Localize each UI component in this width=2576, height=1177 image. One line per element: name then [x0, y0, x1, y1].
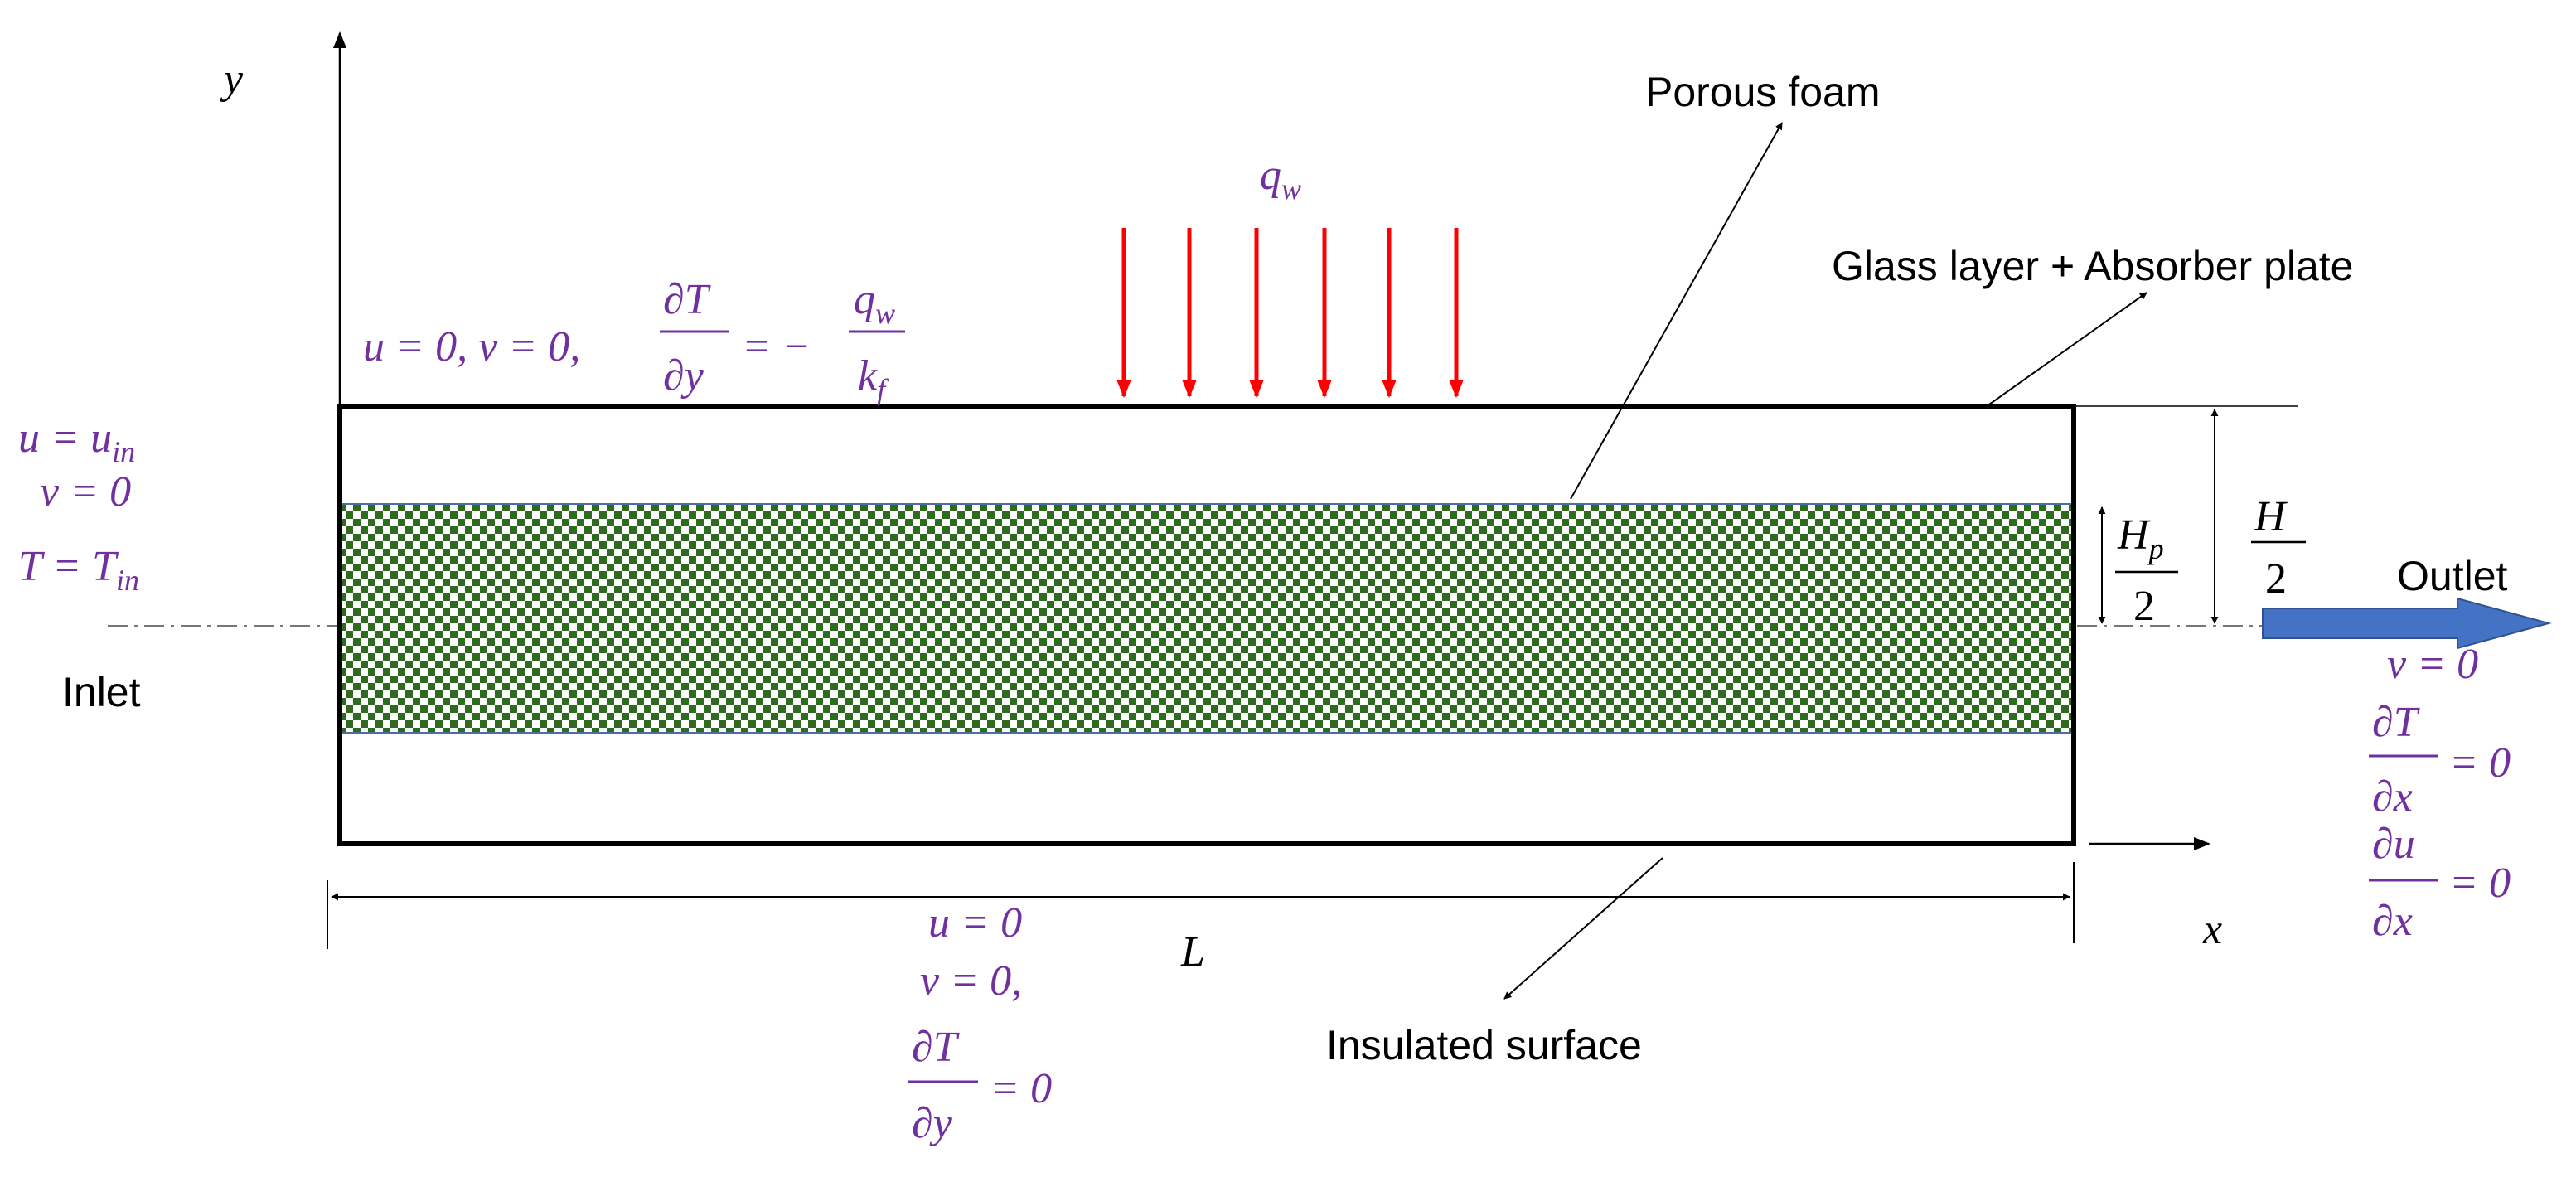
porous-half-label: Hp 2: [2115, 511, 2178, 630]
outlet-label: Outlet: [2397, 553, 2508, 599]
svg-text:∂T: ∂T: [663, 276, 711, 323]
svg-text:T = Tin: T = Tin: [18, 543, 139, 597]
svg-text:u = 0, v = 0,: u = 0, v = 0,: [363, 323, 580, 371]
glass-layer-label: Glass layer + Absorber plate: [1832, 243, 2354, 289]
insulated-surface-label: Insulated surface: [1326, 1022, 1642, 1068]
porous-foam-pointer: [1570, 122, 1783, 500]
y-axis-label: y: [220, 56, 244, 103]
inlet-bc: u = uin v = 0 T = Tin: [18, 414, 139, 597]
x-axis-label: x: [2202, 906, 2222, 953]
svg-text:u = uin: u = uin: [18, 414, 135, 468]
svg-text:v = 0: v = 0: [40, 468, 131, 516]
svg-text:Hp: Hp: [2117, 511, 2164, 565]
svg-text:∂x: ∂x: [2372, 773, 2413, 821]
heat-flux-arrows: [1116, 228, 1464, 399]
svg-text:qw: qw: [854, 276, 895, 330]
svg-text:∂T: ∂T: [912, 1024, 960, 1071]
insulated-surface-pointer: [1503, 857, 1663, 1000]
porous-foam-label: Porous foam: [1645, 69, 1880, 115]
inlet-label: Inlet: [62, 669, 141, 715]
top-wall-bc: u = 0, v = 0, ∂T ∂y = − qw kf: [363, 276, 905, 406]
svg-text:= −: = −: [742, 323, 811, 371]
svg-text:u = 0: u = 0: [928, 899, 1022, 947]
svg-text:∂u: ∂u: [2372, 821, 2415, 868]
svg-text:= 0: = 0: [2449, 739, 2511, 787]
svg-text:kf: kf: [858, 352, 889, 406]
svg-text:= 0: = 0: [990, 1065, 1052, 1112]
svg-text:2: 2: [2265, 555, 2287, 603]
svg-text:∂y: ∂y: [912, 1100, 953, 1147]
svg-text:= 0: = 0: [2449, 860, 2511, 907]
outlet-arrow: [2262, 597, 2552, 650]
svg-text:v = 0,: v = 0,: [920, 957, 1022, 1005]
bottom-wall-bc: u = 0 v = 0, ∂T ∂y = 0: [908, 899, 1052, 1147]
svg-text:∂x: ∂x: [2372, 898, 2413, 945]
svg-text:∂y: ∂y: [663, 352, 705, 400]
glass-layer-pointer: [1988, 292, 2147, 405]
svg-text:v = 0: v = 0: [2387, 641, 2478, 688]
channel-outline: [337, 404, 2076, 846]
length-label: L: [1180, 928, 1205, 976]
heat-flux-label: qw: [1260, 152, 1301, 206]
half-height-label: H 2: [2251, 493, 2306, 603]
svg-text:2: 2: [2133, 583, 2155, 630]
porous-foam-region: [337, 503, 2075, 734]
svg-text:∂T: ∂T: [2372, 699, 2420, 746]
svg-text:H: H: [2254, 493, 2288, 540]
outlet-bc: v = 0 ∂T ∂x = 0 ∂u ∂x = 0: [2369, 641, 2511, 945]
